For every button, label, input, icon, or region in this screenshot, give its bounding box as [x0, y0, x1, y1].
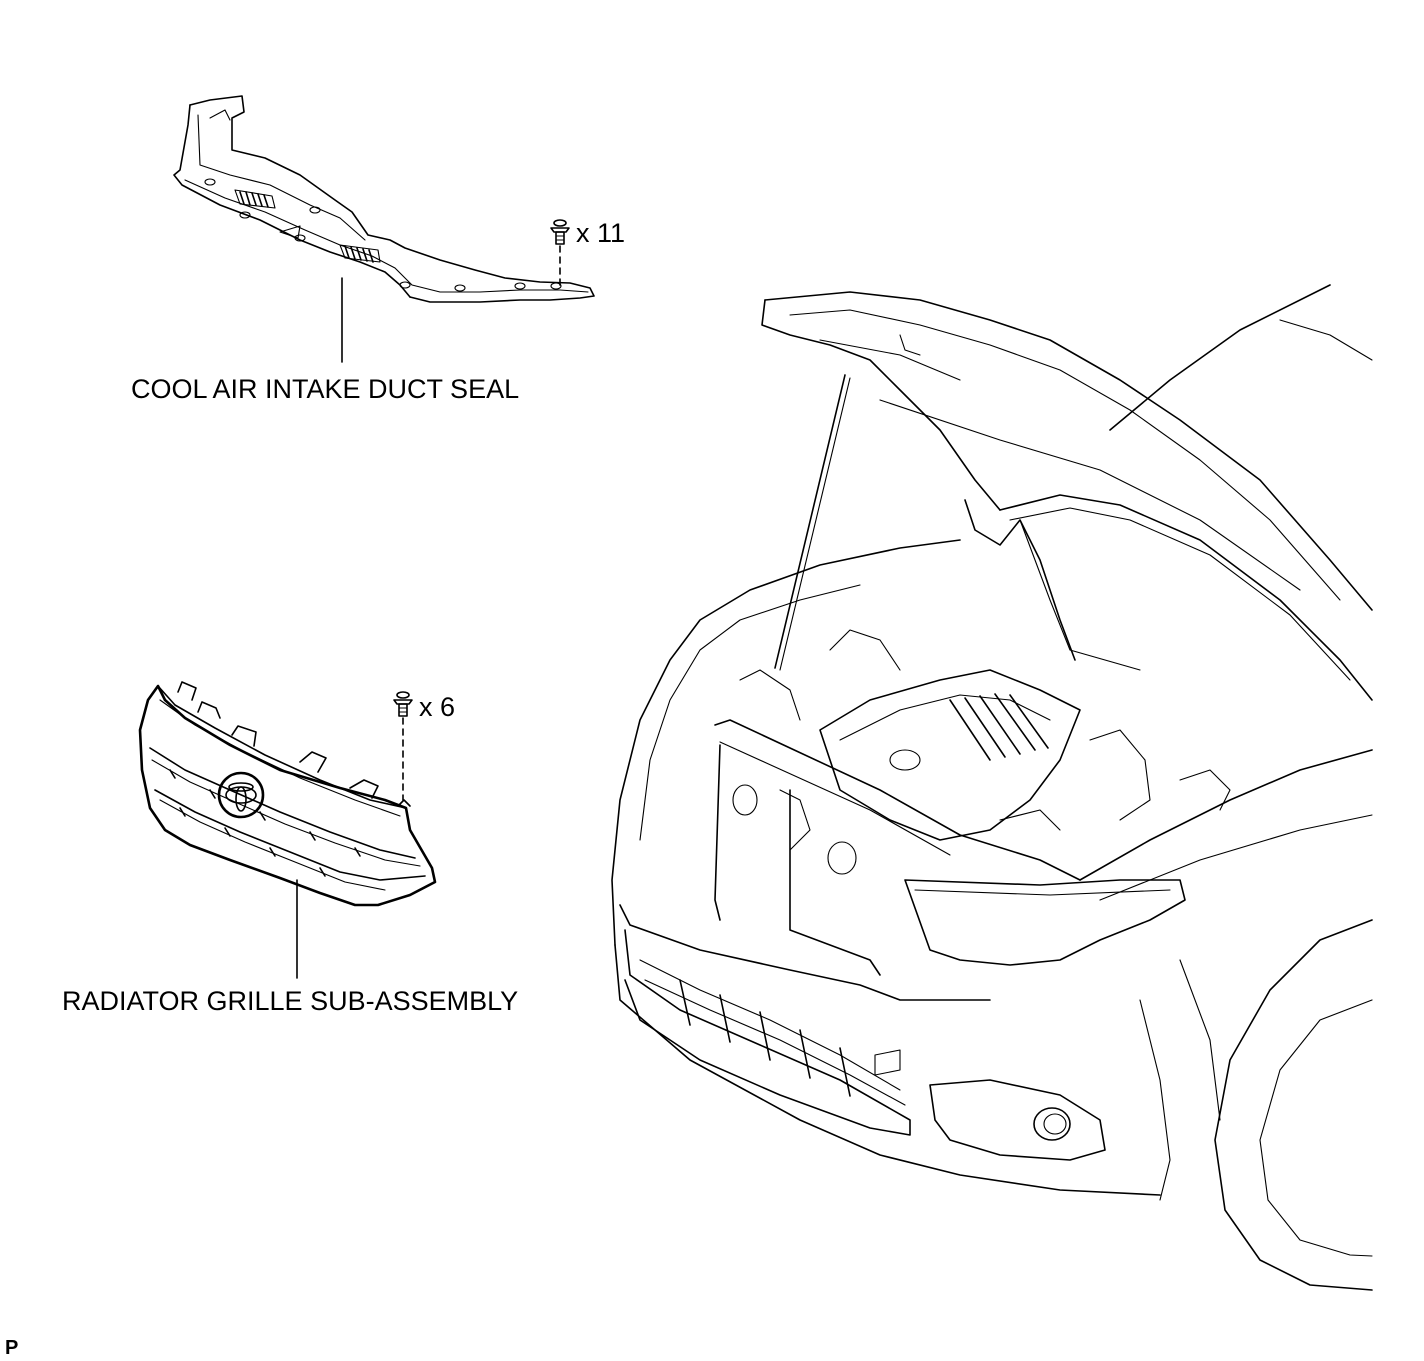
clip-icon [393, 691, 413, 717]
cool-air-intake-duct-seal-label: COOL AIR INTAKE DUCT SEAL [131, 374, 520, 404]
grille-fastener-qty: x 6 [419, 692, 456, 722]
clip-icon [550, 219, 570, 245]
duct-seal-fastener-qty: x 11 [576, 218, 626, 248]
radiator-grille-sub-assembly-label: RADIATOR GRILLE SUB-ASSEMBLY [62, 986, 519, 1016]
corner-code: P [5, 1337, 19, 1359]
toyota-emblem-icon [217, 771, 265, 819]
